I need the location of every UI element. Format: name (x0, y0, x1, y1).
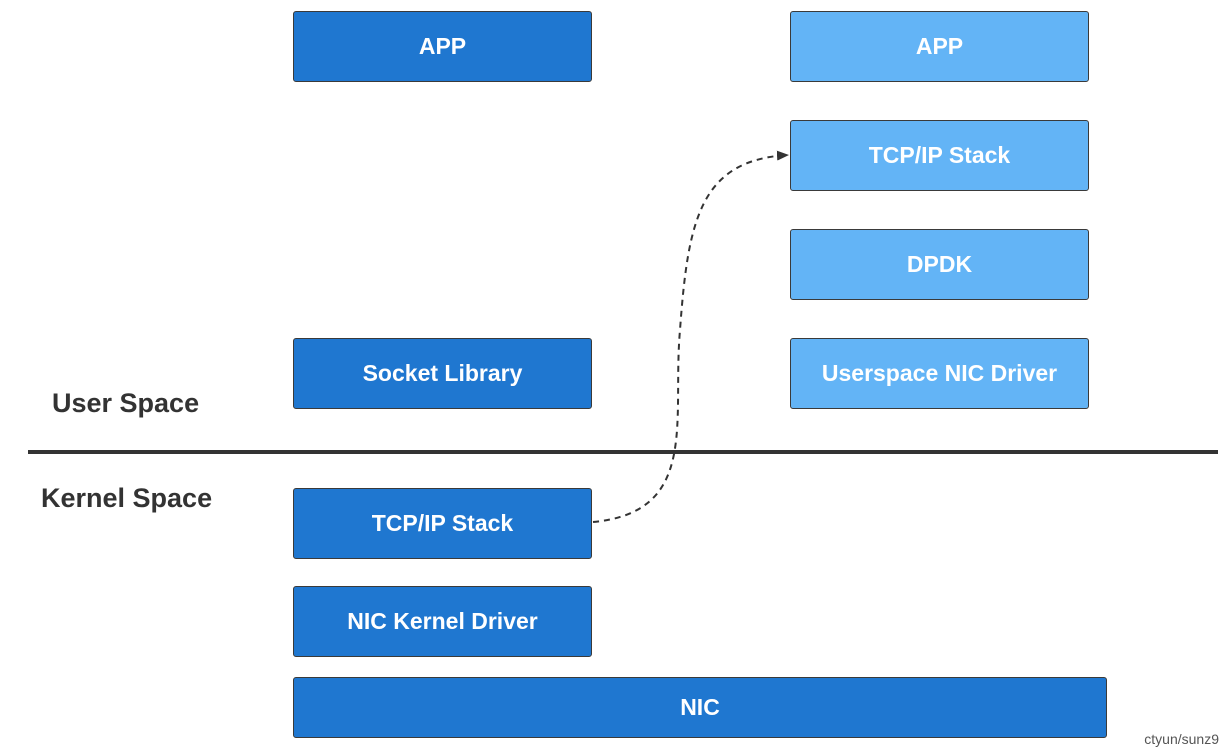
watermark: ctyun/sunz9 (1144, 731, 1219, 747)
right-app-box: APP (790, 11, 1089, 82)
user-kernel-divider (28, 450, 1218, 454)
socket-library-label: Socket Library (362, 360, 523, 386)
user-tcpip-stack-label: TCP/IP Stack (868, 142, 1011, 168)
nic-label: NIC (680, 694, 720, 720)
kernel-tcpip-stack-box: TCP/IP Stack (293, 488, 592, 559)
userspace-nic-driver-box: Userspace NIC Driver (790, 338, 1089, 409)
right-app-label: APP (915, 33, 964, 59)
left-app-box: APP (293, 11, 592, 82)
dpdk-label: DPDK (906, 251, 973, 277)
left-app-label: APP (418, 33, 467, 59)
kernel-tcpip-stack-label: TCP/IP Stack (371, 510, 514, 536)
nic-kernel-driver-box: NIC Kernel Driver (293, 586, 592, 657)
dpdk-box: DPDK (790, 229, 1089, 300)
userspace-nic-driver-label: Userspace NIC Driver (821, 360, 1058, 386)
nic-kernel-driver-label: NIC Kernel Driver (347, 608, 538, 634)
nic-box: NIC (293, 677, 1107, 738)
kernel-space-label: Kernel Space (41, 483, 213, 513)
user-tcpip-stack-box: TCP/IP Stack (790, 120, 1089, 191)
user-space-label: User Space (52, 388, 200, 418)
socket-library-box: Socket Library (293, 338, 592, 409)
